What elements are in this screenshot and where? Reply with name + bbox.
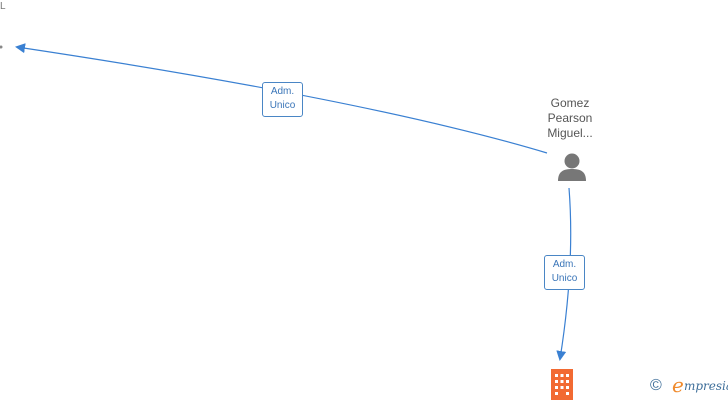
person-name[interactable]: Gomez Pearson Miguel... [530,96,610,141]
left-company-node-dot[interactable] [0,45,3,49]
empresia-logo[interactable]: © e mpresia [650,373,728,397]
copyright-icon: © [650,377,662,394]
person-icon[interactable] [558,153,586,182]
person-name-line-2: Pearson [547,111,593,125]
person-name-line-1: Gomez [550,96,590,110]
company-name-clipped[interactable]: L [0,1,6,12]
edge-label-adm-unico-2[interactable]: Adm. Unico [544,255,585,290]
person-name-line-3: Miguel... [547,126,593,140]
brand-name: mpresia [684,379,728,393]
edge-label-line-1: Adm. [552,259,577,270]
brand-initial: e [672,373,684,397]
edge-label-line-2: Unico [269,100,296,111]
edge-label-line-2: Unico [551,273,578,284]
edge-label-line-1: Adm. [270,86,295,97]
building-icon[interactable] [551,369,573,400]
edge-person-to-left-company[interactable] [15,43,548,154]
edge-label-adm-unico-1[interactable]: Adm. Unico [262,82,303,117]
